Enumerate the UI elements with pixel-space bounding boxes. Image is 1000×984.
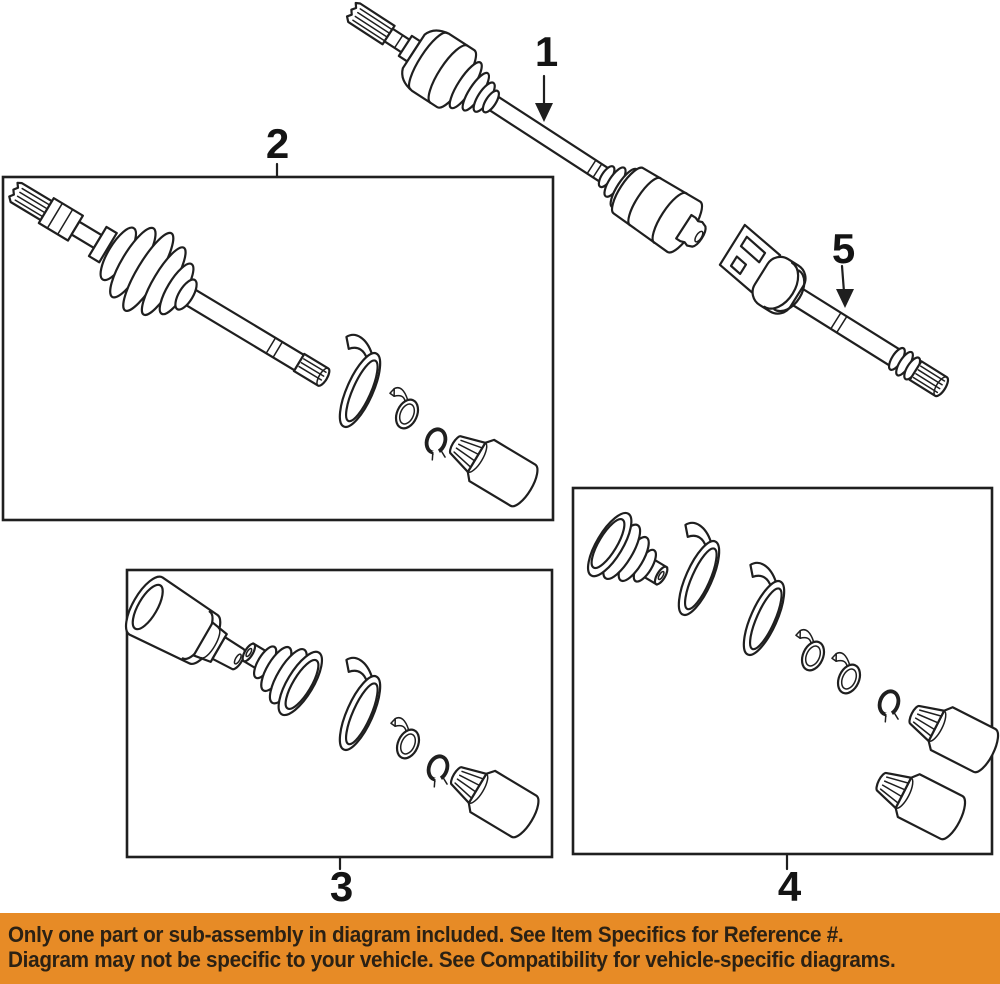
wire-clamp-drawing [378,714,427,763]
callout-label-1: 1 [534,28,558,75]
callout-label-2: 2 [265,120,289,167]
boot-kit-4-drawing [578,505,1000,844]
wire-clamp-drawing [783,626,832,675]
boot-clamp-band-drawing [715,558,797,661]
axle-shaft-2-drawing [8,181,331,387]
cv-boot-drawing [225,618,332,723]
callout-label-3: 3 [329,863,353,910]
stub-shaft-drawing [866,757,972,844]
callout-5-arrowhead-icon [836,289,854,308]
snap-ring-drawing [423,754,455,791]
callout-connectors [275,74,854,871]
kit-box-4 [571,486,994,856]
callout-label-4: 4 [777,863,801,910]
stub-shaft-drawing [439,421,545,512]
snap-ring-drawing [874,689,906,726]
inner-joint-kit-3-drawing [117,569,546,843]
wire-clamp-drawing [819,649,868,698]
disclaimer-line-2: Diagram may not be specific to your vehi… [8,947,896,972]
stub-shaft-drawing [899,690,1000,777]
callout-label-5: 5 [831,225,855,272]
callout-1-arrowhead-icon [535,103,553,122]
joint-housing-drawing [117,569,260,691]
disclaimer-line-1: Only one part or sub-assembly in diagram… [8,922,844,947]
intermediate-shaft-5-drawing [718,223,950,398]
snap-ring-drawing [421,427,453,464]
boot-clamp-band-drawing [311,653,393,756]
callout-5-arrow-line [840,264,846,294]
axle-assembly-1-drawing [345,1,707,254]
stub-shaft-drawing [440,752,546,843]
axle-kit-2-drawing [8,181,545,512]
cv-boot-drawing [578,505,685,610]
disclaimer-banner: Only one part or sub-assembly in diagram… [0,913,1000,984]
wire-clamp-drawing [377,384,426,433]
